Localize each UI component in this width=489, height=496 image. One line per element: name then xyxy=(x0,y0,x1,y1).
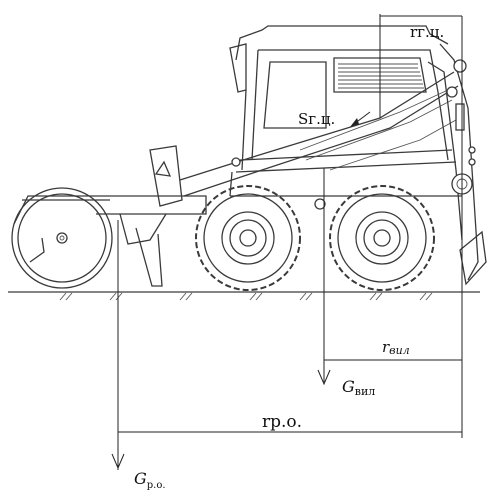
label-r-ro: rр.о. xyxy=(262,412,302,432)
label-g-ro: Gр.о. xyxy=(134,469,166,491)
roller-attachment xyxy=(11,187,113,289)
rear-wheel xyxy=(329,185,435,291)
front-wheel xyxy=(195,185,301,291)
label-r-gc: rг.ц. xyxy=(410,23,444,41)
label-s-gc: Sг.ц. xyxy=(298,110,335,128)
label-g-vil: Gвил xyxy=(342,377,375,398)
label-r-vil: rвил xyxy=(382,338,410,357)
loader-body xyxy=(11,25,487,291)
ground-line xyxy=(8,291,480,301)
dimension-lines xyxy=(111,14,463,470)
